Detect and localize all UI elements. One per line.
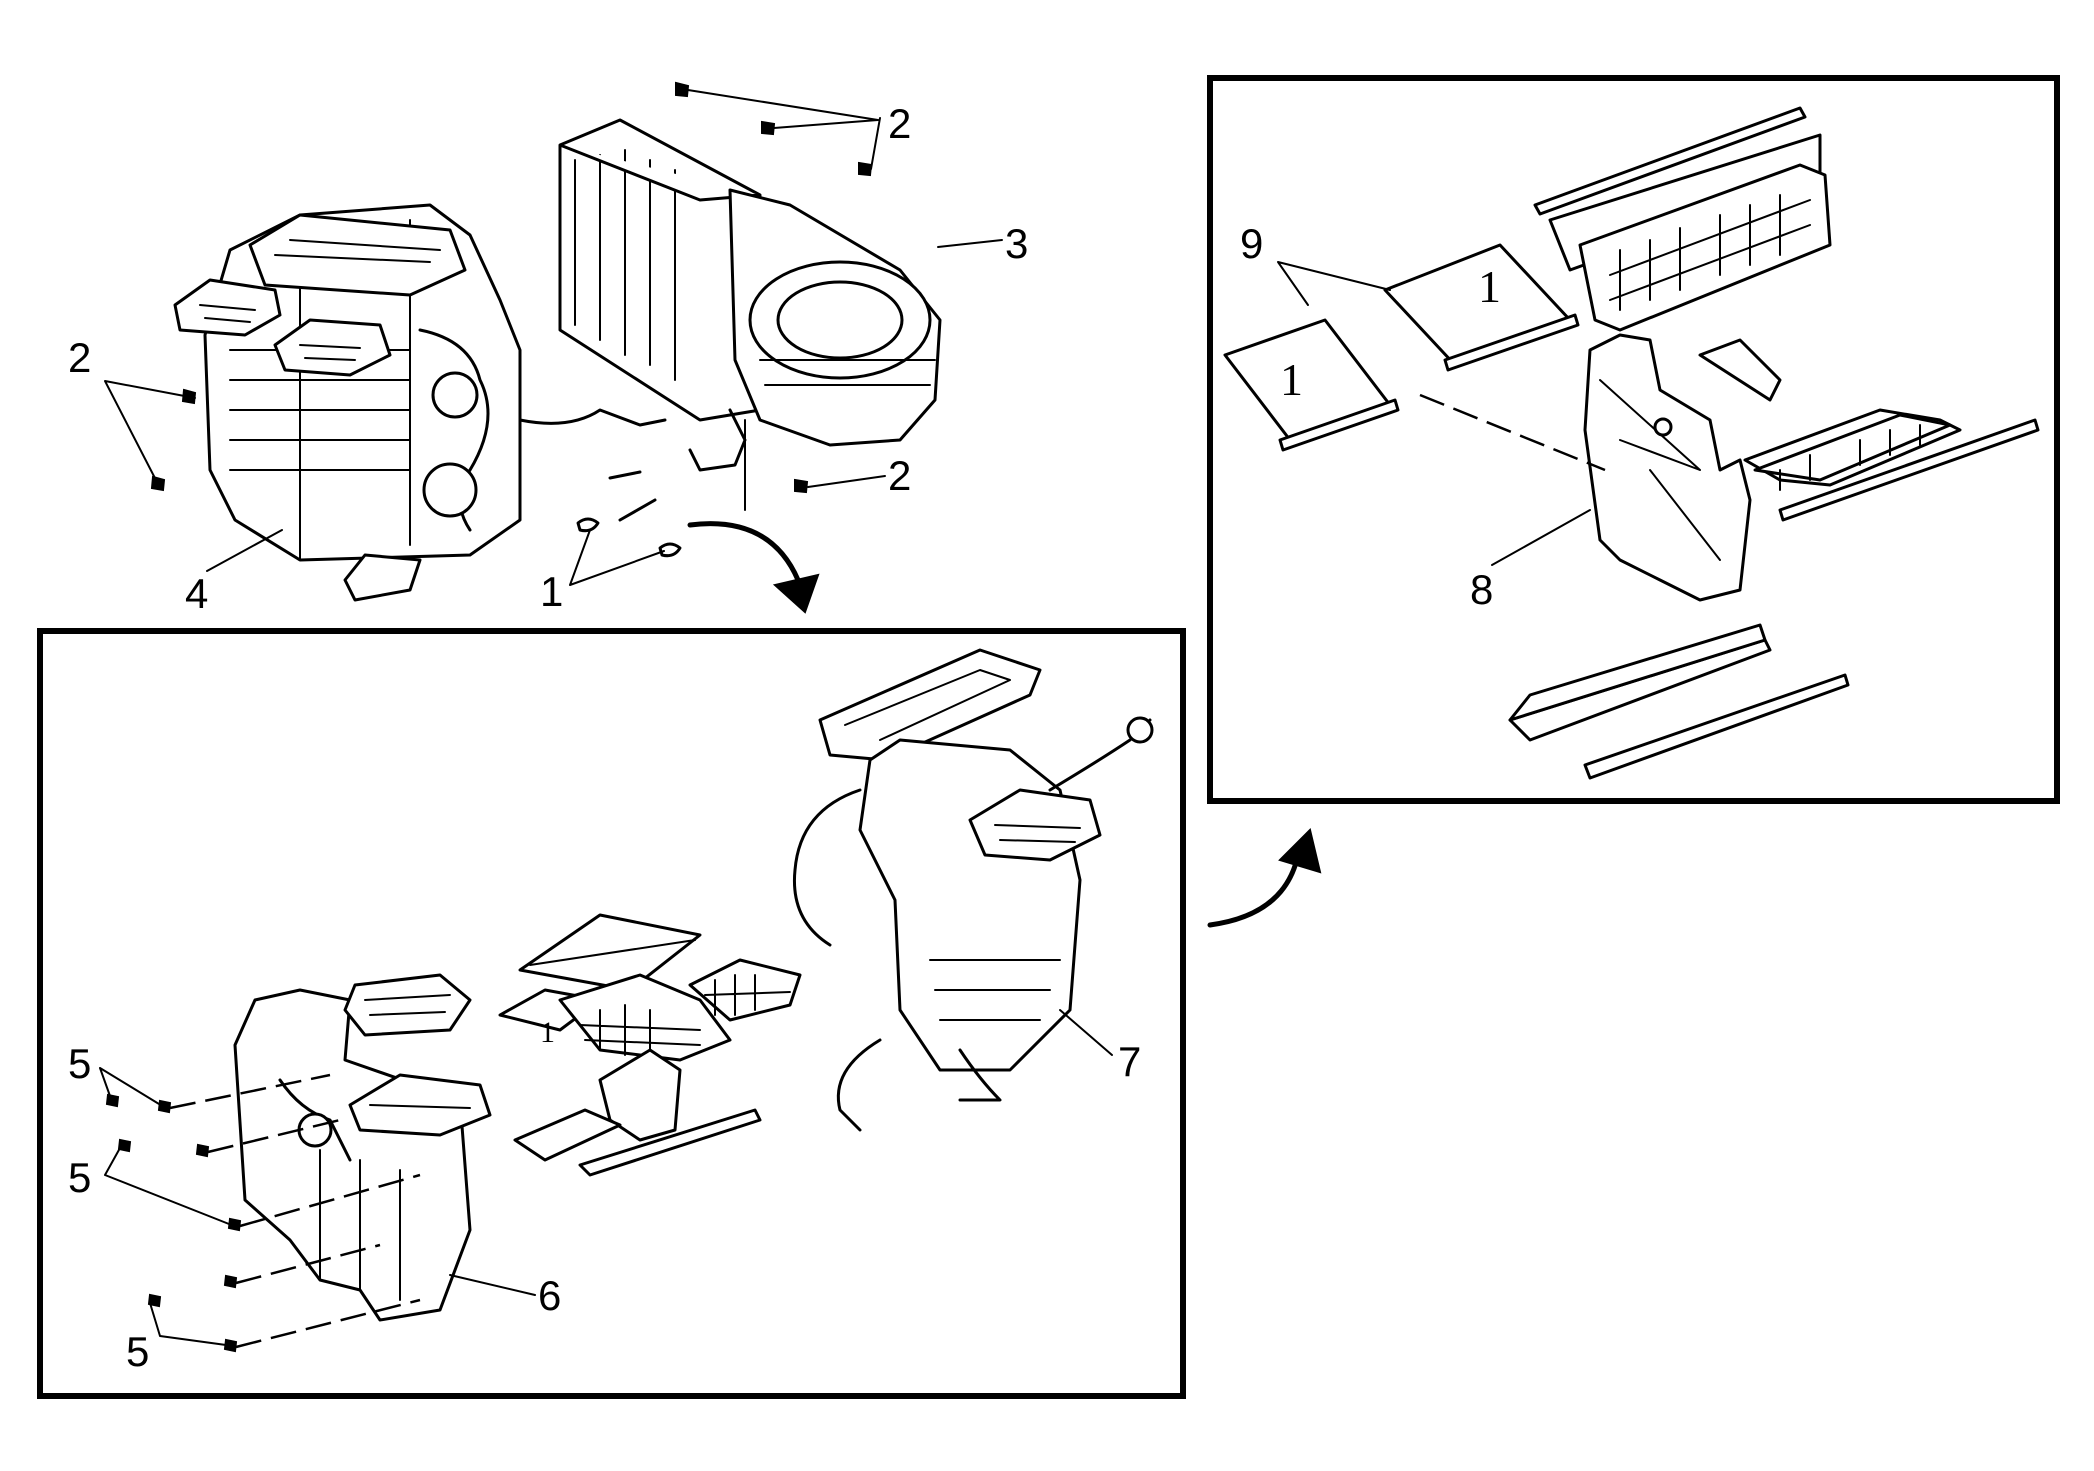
door-and-grille-assemblies <box>498 913 802 1177</box>
callout-5-lower: 5 <box>126 1328 149 1375</box>
callout-2-left: 2 <box>68 334 91 381</box>
callout-1: 1 <box>540 568 563 615</box>
hvac-module-assembly <box>173 203 667 602</box>
callout-5-middle: 5 <box>68 1154 91 1201</box>
door-marking-center: 1 <box>1478 261 1501 312</box>
callout-5-upper: 5 <box>68 1040 91 1087</box>
blower-housing-assembly <box>558 118 942 472</box>
callout-2-right: 2 <box>888 452 911 499</box>
lower-case-half <box>233 973 492 1322</box>
door-markings: 1 1 1 <box>540 261 1501 1049</box>
detail-frame-right <box>1207 75 2060 804</box>
upper-case-half <box>792 648 1154 1132</box>
callout-3: 3 <box>1005 220 1028 267</box>
curved-arrow-up-icon <box>1207 828 1322 928</box>
detail-frame-lower <box>37 628 1186 1399</box>
screws-part-5 <box>105 1073 421 1353</box>
door-assemblies-detail <box>1223 106 2040 780</box>
callout-2-top: 2 <box>888 100 911 147</box>
leader-lines-right <box>1277 261 1591 566</box>
curved-arrow-down-icon <box>687 521 820 614</box>
callout-numbers: 1 2 2 2 3 4 5 5 5 6 7 8 9 <box>68 100 1493 1375</box>
callout-8: 8 <box>1470 566 1493 613</box>
callout-4: 4 <box>185 570 208 617</box>
door-marking-left: 1 <box>1280 354 1303 405</box>
leader-lines-lower <box>99 1009 1113 1346</box>
door-marking-lower: 1 <box>540 1016 555 1049</box>
callout-7: 7 <box>1118 1038 1141 1085</box>
callout-6: 6 <box>538 1272 561 1319</box>
leader-lines-top <box>104 89 1003 586</box>
callout-9: 9 <box>1240 220 1263 267</box>
